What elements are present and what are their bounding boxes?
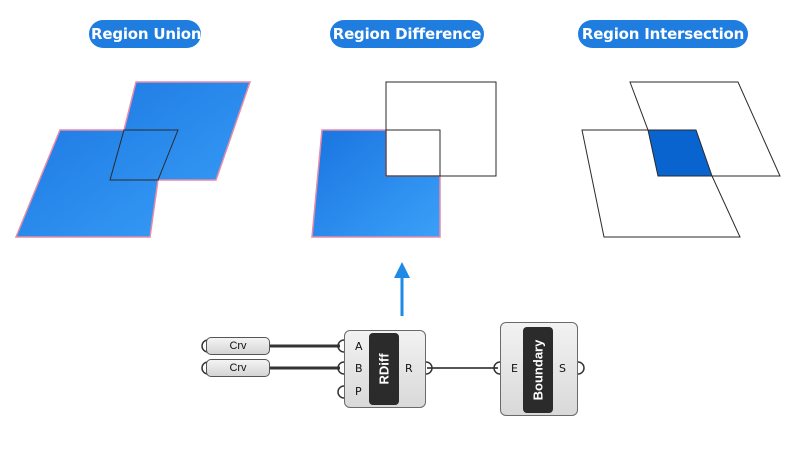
curve-param-1[interactable]: Crv (206, 337, 270, 355)
region-difference-label: Region Difference (330, 20, 484, 48)
region-union-label: Region Union (89, 20, 202, 48)
output-r-label: R (405, 362, 413, 375)
region-union-shape (14, 81, 252, 238)
output-s-label: S (559, 362, 566, 375)
boundary-component-core: Boundary (523, 327, 553, 413)
curve-param-label: Crv (229, 362, 247, 374)
rdiff-component-core: RDiff (369, 333, 399, 405)
region-difference-shape (311, 81, 497, 238)
input-b-label: B (355, 362, 363, 375)
input-p-label: P (355, 385, 362, 398)
rdiff-component-name: RDiff (376, 353, 392, 385)
rdiff-component[interactable]: A B P RDiff R (344, 330, 426, 408)
boundary-component[interactable]: E Boundary S (500, 322, 578, 416)
curve-param-label: Crv (229, 340, 247, 352)
up-arrow-icon (394, 262, 410, 316)
region-intersection-shape (581, 81, 781, 238)
region-intersection-label: Region Intersection (578, 20, 748, 48)
boundary-component-name: Boundary (530, 339, 546, 401)
input-a-label: A (355, 340, 363, 353)
wires (270, 344, 498, 370)
input-e-label: E (511, 362, 518, 375)
curve-param-2[interactable]: Crv (206, 359, 270, 377)
